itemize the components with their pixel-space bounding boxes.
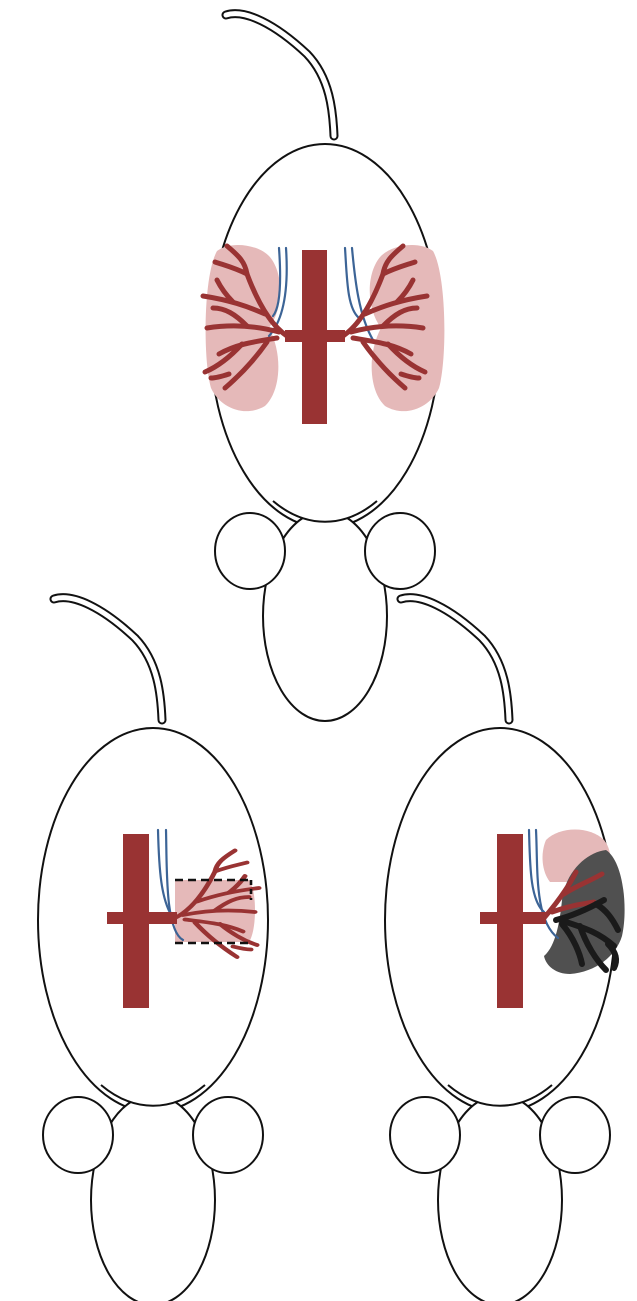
rat-partial-resection (38, 598, 268, 1301)
rat-partial-infarction (385, 598, 625, 1301)
rat-intact (203, 14, 444, 721)
